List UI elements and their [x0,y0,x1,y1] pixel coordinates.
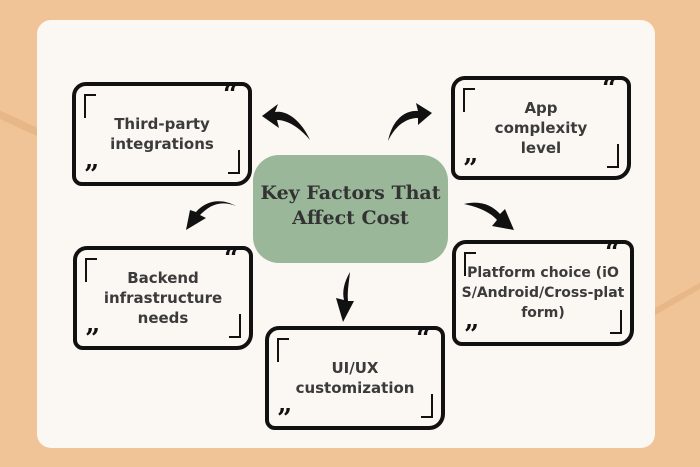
corner-bracket [421,394,433,418]
factor-backend-infrastructure: “ ” Backend infrastructure needs [73,244,253,354]
corner-bracket [607,144,619,168]
corner-bracket [85,258,97,282]
arrow-to-platform [464,202,514,230]
factor-ui-ux-customization: “ ” UI/UX customization [265,324,445,434]
open-quote-icon: “ [416,324,431,354]
factor-platform-choice: “ ” Platform choice (iOS/Android/Cross-pl… [452,238,634,350]
corner-bracket [229,314,241,338]
open-quote-icon: “ [223,80,238,110]
close-quote-icon: ” [84,160,99,190]
central-topic: Key Factors That Affect Cost [253,155,448,263]
corner-bracket [463,88,475,112]
corner-bracket [464,252,476,276]
corner-bracket [84,94,96,118]
open-quote-icon: “ [605,238,620,268]
close-quote-icon: ” [463,154,478,184]
factor-app-complexity: “ ” App complexity level [451,74,631,184]
close-quote-icon: ” [277,404,292,434]
corner-bracket [610,310,622,334]
factor-label: App complexity level [494,99,588,157]
close-quote-icon: ” [464,320,479,350]
arrow-to-third-party [262,104,310,140]
factor-third-party-integrations: “ ” Third-party integrations [72,80,252,190]
arrow-to-ui-ux [336,272,354,322]
factor-label: UI/UX customization [295,359,415,397]
factor-label: Platform choice (iOS/Android/Cross-platf… [461,265,625,321]
corner-bracket [277,338,289,362]
arrow-to-app-complexity [388,103,432,141]
open-quote-icon: “ [602,74,617,104]
corner-bracket [228,150,240,174]
central-topic-title: Key Factors That Affect Cost [260,182,441,229]
arrow-to-backend [186,201,236,230]
factor-label: Third-party integrations [110,115,214,153]
open-quote-icon: “ [224,244,239,274]
close-quote-icon: ” [85,324,100,354]
factor-label: Backend infrastructure needs [103,269,223,327]
